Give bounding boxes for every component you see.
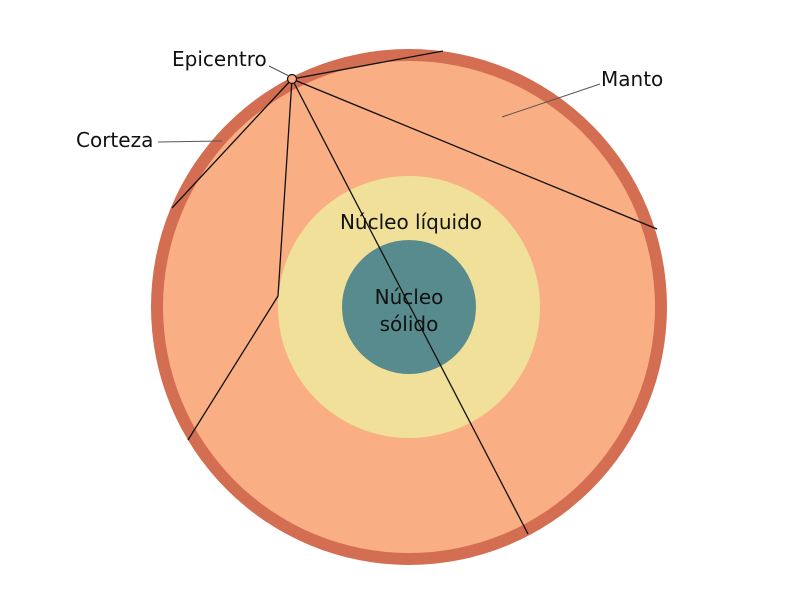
crust-label: Corteza: [76, 128, 153, 152]
seismic-ray-to-mantle-right: [291, 78, 658, 230]
seismic-ray-refracted-left: [187, 78, 293, 441]
inner-core-layer: [342, 240, 476, 374]
epicenter-leader-line: [268, 65, 290, 77]
seismic-ray-through-core: [291, 78, 529, 535]
outer-core-label: Núcleo líquido: [340, 210, 482, 234]
seismic-ray-to-crust-left: [171, 78, 293, 209]
inner-core-label-line2: sólido: [380, 312, 439, 336]
epicenter-marker: [286, 73, 298, 85]
seismic-ray-to-crust-right: [291, 50, 444, 80]
mantle-leader-line: [501, 83, 601, 118]
crust-leader-line: [157, 140, 223, 143]
epicenter-label: Epicentro: [172, 47, 267, 71]
mantle-label: Manto: [601, 67, 663, 91]
inner-core-label-line1: Núcleo: [375, 285, 444, 309]
